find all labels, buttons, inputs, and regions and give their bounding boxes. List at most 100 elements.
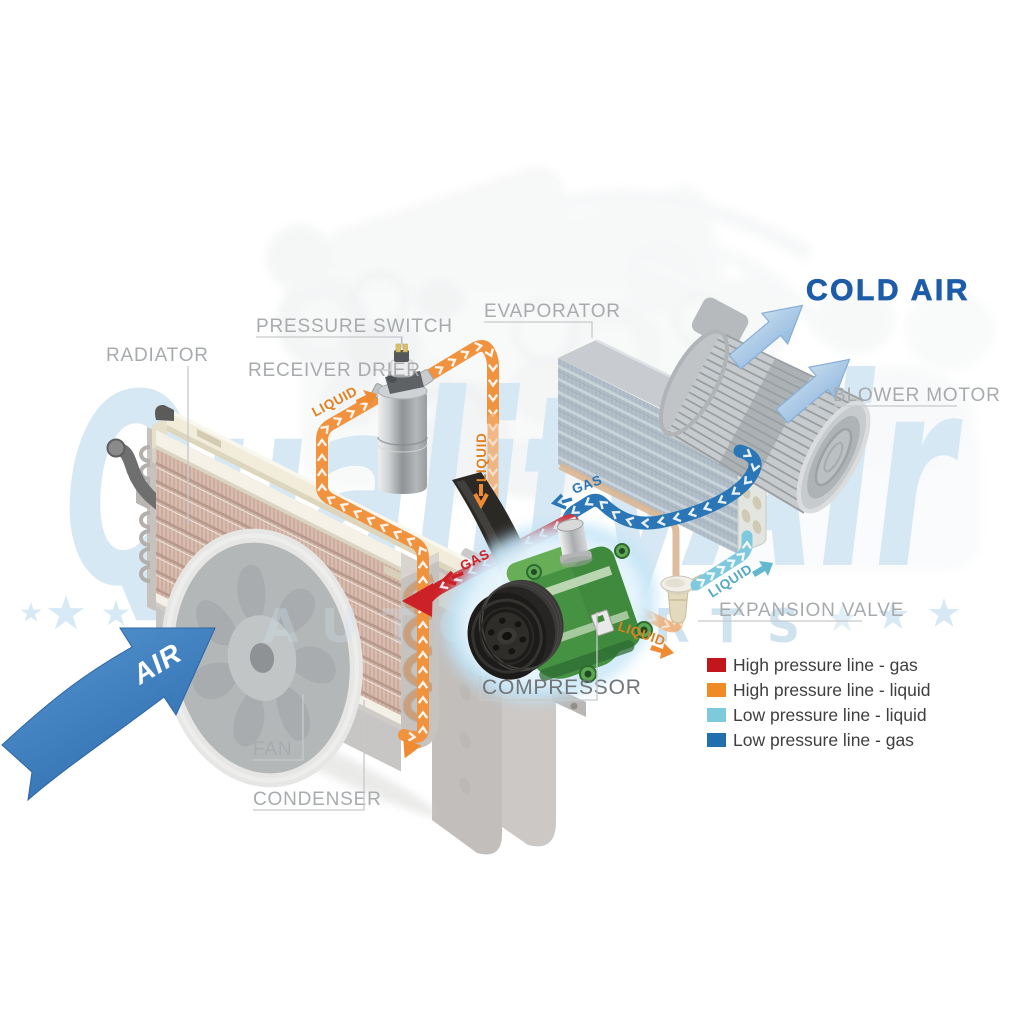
flow-chevron-icon bbox=[741, 540, 753, 550]
flow-chevron-icon bbox=[346, 409, 356, 419]
legend-swatch-hp-gas bbox=[707, 658, 726, 672]
label-pressure-switch: PRESSURE SWITCH bbox=[256, 316, 453, 337]
label-compressor: COMPRESSOR bbox=[482, 676, 642, 699]
liquid-arrow-icon bbox=[356, 390, 377, 406]
label-evaporator: EVAPORATOR bbox=[484, 301, 621, 322]
flow-chevron-icon bbox=[599, 500, 609, 510]
part-labels: RADIATOR PRESSURE SWITCH RECEIVER DRIER … bbox=[106, 301, 1001, 811]
flow-chevron-icon bbox=[417, 665, 429, 674]
liquid-arrow-icon bbox=[650, 643, 674, 659]
flow-chevron-icon bbox=[487, 378, 499, 388]
compressor-pulley bbox=[467, 579, 564, 680]
label-fan: FAN bbox=[253, 739, 292, 760]
flow-chevron-icon bbox=[584, 497, 594, 506]
receiver-drier bbox=[370, 337, 434, 494]
flow-chevron-icon bbox=[640, 518, 650, 529]
flow-chevron-icon bbox=[743, 448, 753, 458]
flow-chevron-icon bbox=[333, 416, 343, 426]
label-radiator: RADIATOR bbox=[106, 345, 209, 366]
label-condenser: CONDENSER bbox=[253, 789, 382, 810]
flow-chevron-icon bbox=[487, 393, 499, 403]
cold-air-arrow-icon bbox=[775, 358, 851, 424]
liquid-down-arrow-icon bbox=[473, 484, 489, 510]
blower-motor bbox=[658, 297, 871, 514]
compressor-ears bbox=[526, 543, 653, 683]
flow-chevron-icon bbox=[379, 523, 389, 533]
cold-air-arrows bbox=[728, 304, 851, 424]
flow-chevron-icon bbox=[460, 350, 470, 360]
flow-chevron-icon bbox=[487, 468, 499, 477]
flow-chevron-icon bbox=[417, 710, 429, 719]
flow-chevron-icon bbox=[611, 510, 621, 520]
flow-chevron-icon bbox=[672, 512, 682, 523]
legend-label-lp-gas: Low pressure line - gas bbox=[733, 730, 914, 750]
flow-chevron-icon bbox=[320, 425, 330, 434]
label-receiver-drier: RECEIVER DRIER bbox=[248, 360, 421, 381]
flow-chevron-icon bbox=[417, 620, 429, 629]
flow-chevron-icon bbox=[418, 546, 428, 556]
flow-chevron-icon bbox=[366, 516, 376, 526]
flow-chevron-icon bbox=[726, 559, 736, 568]
flow-chevron-icon bbox=[417, 680, 429, 689]
legend-label-lp-liquid: Low pressure line - liquid bbox=[733, 705, 927, 725]
flow-chevron-icon bbox=[447, 358, 457, 367]
compressor-discharge-port bbox=[556, 518, 593, 568]
flow-chevron-icon bbox=[717, 494, 727, 504]
flow-chevron-icon bbox=[417, 635, 429, 644]
flow-chevron-icon bbox=[487, 438, 499, 447]
air-arrow: AIR bbox=[1, 627, 216, 802]
flow-chevron-icon bbox=[407, 731, 417, 742]
flow-chevron-icon bbox=[487, 363, 499, 373]
pipe-hp-liquid-condenser-to-drier bbox=[316, 392, 429, 743]
flow-chevron-icon bbox=[687, 507, 697, 518]
fan bbox=[161, 528, 363, 788]
flow-chevron-icon bbox=[316, 467, 328, 477]
gas-left-arrow-icon bbox=[440, 570, 464, 586]
flow-chevron-icon bbox=[417, 725, 429, 734]
gas-left-arrow-icon bbox=[550, 493, 573, 510]
flow-chevron-icon bbox=[417, 575, 429, 584]
flow-chevron-icon bbox=[434, 365, 444, 375]
flow-chevron-icon bbox=[359, 402, 369, 412]
hp-gas-arrow-icon bbox=[402, 583, 433, 617]
flow-chevron-icon bbox=[743, 476, 753, 485]
flow-chevron-icon bbox=[316, 437, 328, 447]
flow-chevron-icon bbox=[417, 650, 429, 659]
flow-chevron-icon bbox=[625, 516, 635, 527]
flow-chevron-icon bbox=[417, 695, 429, 704]
flow-chevron-icon bbox=[352, 509, 363, 519]
flow-chevron-icon bbox=[716, 565, 726, 575]
legend-swatch-hp-liquid bbox=[707, 683, 726, 697]
pressure-switch bbox=[394, 337, 409, 362]
flow-chevron-icon bbox=[656, 515, 666, 527]
flow-chevron-icon bbox=[702, 501, 712, 512]
star-icon bbox=[20, 602, 42, 622]
flow-label-liquid-drop: LIQUID bbox=[474, 433, 489, 482]
flow-chevron-icon bbox=[736, 552, 746, 562]
flow-chevron-icon bbox=[661, 619, 671, 629]
flow-chevron-icon bbox=[474, 341, 484, 352]
cold-air-arrow-icon bbox=[728, 304, 804, 370]
flow-chevron-icon bbox=[571, 505, 580, 515]
hp-liquid-outlet-arrow-icon bbox=[403, 738, 422, 759]
cold-air-label: COLD AIR bbox=[806, 274, 970, 307]
legend-swatch-lp-liquid bbox=[707, 708, 726, 722]
flow-chevron-icon bbox=[439, 580, 449, 590]
flow-chevron-icon bbox=[487, 423, 499, 432]
legend-label-hp-gas: High pressure line - gas bbox=[733, 655, 918, 675]
flow-chevron-icon bbox=[339, 502, 349, 512]
flow-chevron-icon bbox=[417, 560, 429, 569]
flow-chevron-icon bbox=[706, 572, 716, 581]
flow-chevron-icon bbox=[326, 496, 336, 505]
label-blower-motor: BLOWER MOTOR bbox=[833, 385, 1001, 406]
cold-air: COLD AIR bbox=[728, 274, 970, 424]
compressor bbox=[444, 518, 656, 701]
flow-chevron-icon bbox=[316, 452, 328, 462]
legend-swatch-lp-gas bbox=[707, 733, 726, 747]
legend-label-hp-liquid: High pressure line - liquid bbox=[733, 680, 930, 700]
flow-chevron-icon bbox=[731, 486, 741, 495]
flow-chevron-icon bbox=[487, 453, 499, 462]
fan-blades bbox=[188, 564, 337, 753]
